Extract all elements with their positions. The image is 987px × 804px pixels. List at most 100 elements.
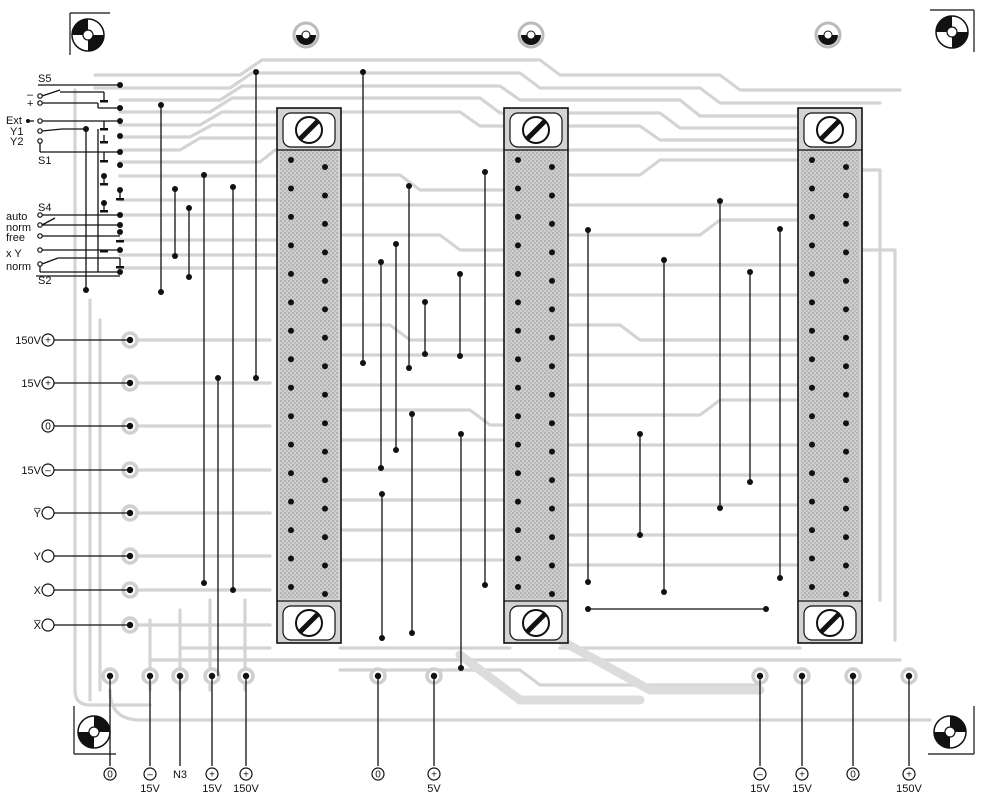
connector-pin [322, 420, 328, 427]
connector-pin [515, 555, 521, 562]
connector-pin [549, 220, 555, 227]
connector-pin [549, 477, 555, 484]
terminal-symbol: + [799, 770, 805, 781]
connector-pin [515, 157, 521, 163]
connector-pin [809, 527, 815, 534]
screw-slot-icon [803, 112, 857, 148]
label-s4: S4 [38, 202, 51, 214]
connector-pin [288, 584, 294, 590]
terminal-circle [41, 618, 55, 632]
connector-pin [515, 584, 521, 590]
connector-pin [515, 527, 521, 534]
registration-target-icon [517, 21, 545, 49]
connector-pin [322, 477, 328, 484]
screw-slot-icon [282, 605, 336, 641]
left-terminal: +15V [21, 376, 134, 390]
label-ext: Ext [6, 115, 22, 127]
connector-pin [843, 477, 849, 484]
connector-pin [843, 192, 849, 199]
connector-pin [288, 356, 294, 363]
connector-pin [549, 562, 555, 569]
terminal-circle [41, 583, 55, 597]
connector-pin [515, 270, 521, 277]
connector-pin [549, 534, 555, 541]
connector-pin [515, 384, 521, 391]
terminal-symbol: + [209, 770, 215, 781]
terminal-label: Y̅ [33, 508, 41, 520]
jumper-wires [158, 69, 783, 676]
terminal-symbol: 0 [375, 770, 381, 781]
connector-pin [809, 441, 815, 448]
connector-pin [288, 270, 294, 277]
connector-pin [515, 441, 521, 448]
edge-connector-3 [797, 107, 863, 644]
switch-labels: S5 – + Ext Y1 Y2 S1 S4 auto norm free x … [6, 73, 51, 287]
connector-pin [322, 334, 328, 341]
terminal-circle [143, 767, 157, 781]
connector-pin [843, 306, 849, 313]
connector-contact-area [801, 150, 859, 599]
registration-target-icon [73, 706, 116, 755]
terminal-circle [902, 767, 916, 781]
connector-pin [809, 413, 815, 420]
connector-pin [843, 277, 849, 284]
connector-pin [515, 470, 521, 477]
connector-pin [549, 363, 555, 370]
connector-pin [843, 249, 849, 256]
terminal-circle [427, 767, 441, 781]
connector-pin [809, 384, 815, 391]
connector-pin [322, 249, 328, 256]
switch-wiring [26, 82, 124, 293]
connector-pin [549, 448, 555, 455]
terminal-symbol: 0 [107, 770, 113, 781]
label-norm-s2: norm [6, 261, 31, 273]
left-terminal: Y̅ [33, 506, 134, 520]
terminal-circle [41, 506, 55, 520]
terminal-label: X [34, 585, 42, 597]
connector-pin [322, 505, 328, 512]
connector-pin [322, 220, 328, 227]
connector-pin [549, 277, 555, 284]
registration-target-icon [814, 21, 842, 49]
connector-contact-area [507, 150, 565, 599]
screw-slot-icon [509, 112, 563, 148]
connector-pin [809, 213, 815, 220]
connector-pin [288, 384, 294, 391]
terminal-symbol: 0 [45, 422, 51, 433]
left-terminal: +150V [15, 333, 134, 347]
connector-pin [288, 441, 294, 448]
screw-slot-icon [509, 605, 563, 641]
terminal-symbol: + [431, 770, 437, 781]
connector-pin [322, 192, 328, 199]
connector-pin [809, 270, 815, 277]
screw-slot-icon [803, 605, 857, 641]
terminal-symbol: – [757, 770, 763, 781]
connector-pin [843, 562, 849, 569]
connector-pin [843, 363, 849, 370]
edge-connector-2 [503, 107, 569, 644]
terminal-symbol: + [243, 770, 249, 781]
connector-pin [322, 591, 328, 597]
connector-pin [549, 306, 555, 313]
connector-pin [549, 334, 555, 341]
label-s5-minus: – [27, 89, 34, 101]
left-terminal: X̅ [33, 618, 134, 632]
terminal-circle [41, 463, 55, 477]
connector-pin [322, 164, 328, 170]
connector-pin [288, 327, 294, 334]
connector-pin [288, 242, 294, 249]
connector-pin [843, 420, 849, 427]
connector-pin [809, 498, 815, 505]
bottom-terminal: 0 [371, 672, 385, 781]
connector-pin [843, 391, 849, 398]
connector-pin [515, 327, 521, 334]
label-xy: x Y [6, 248, 22, 260]
connector-pin [549, 391, 555, 398]
label-norm-s4: norm [6, 222, 31, 234]
screw-slot-icon [282, 112, 336, 148]
connector-pin [549, 591, 555, 597]
bottom-terminal: 0 [846, 672, 860, 781]
connector-pin [288, 413, 294, 420]
terminal-label: 150V [15, 335, 41, 347]
